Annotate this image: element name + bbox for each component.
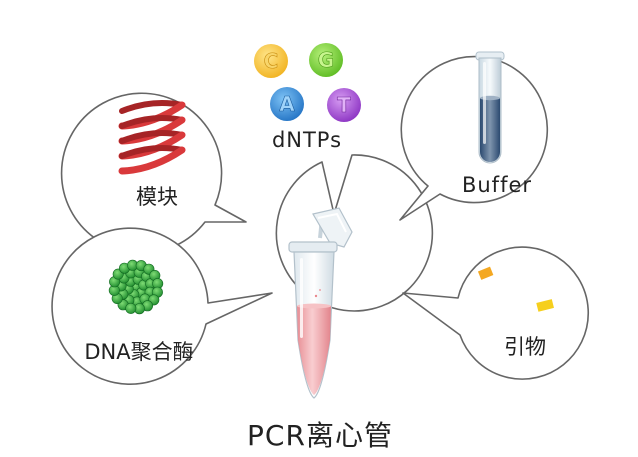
buffer-tube-icon [475,51,505,164]
buffer-label: Buffer [462,173,532,197]
dntp-nucleotides: C G A T [254,43,361,122]
pcr-tube-icon [288,207,353,399]
template-label: 模块 [136,185,178,209]
polymerase-bubble [51,227,273,385]
polymerase-label: DNA聚合酶 [84,340,193,364]
nucleotide-g-icon: G [309,43,343,77]
nucleotide-t-icon: T [327,88,361,122]
primer-bubble [402,246,589,380]
svg-text:G: G [318,48,334,72]
nucleotide-c-icon: C [254,44,288,78]
svg-text:C: C [264,49,279,73]
nucleotide-a-icon: A [270,87,304,121]
svg-text:A: A [279,92,295,116]
polymerase-icon [108,259,164,315]
buffer-bubble [399,55,549,221]
dna-helix-icon [118,100,186,175]
tube-caption: PCR离心管 [247,419,393,452]
dntps-label: dNTPs [272,128,342,152]
primer-label: 引物 [504,335,546,359]
svg-text:T: T [337,93,351,117]
primer-icon [477,266,554,312]
